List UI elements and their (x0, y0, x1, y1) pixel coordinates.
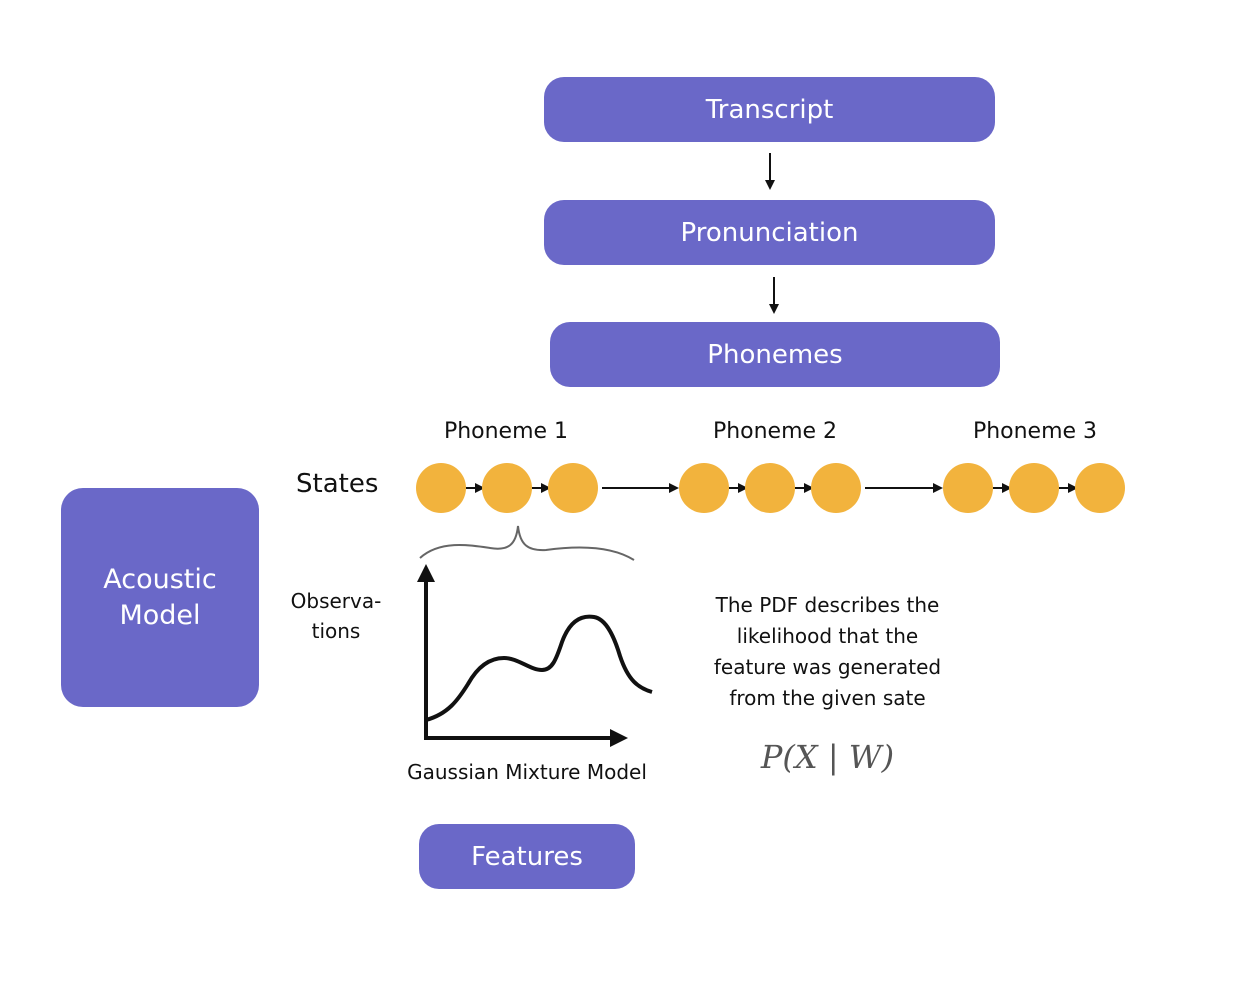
state-node-phoneme-1-3 (548, 463, 598, 513)
state-node-phoneme-3-3 (1075, 463, 1125, 513)
phoneme-1-label: Phoneme 1 (443, 419, 569, 444)
state-node-phoneme-1-2 (482, 463, 532, 513)
state-node-phoneme-3-2 (1009, 463, 1059, 513)
gmm-label: Gaussian Mixture Model (407, 760, 647, 784)
state-node-phoneme-3-1 (943, 463, 993, 513)
transcript-label: Transcript (705, 94, 834, 125)
features-label: Features (471, 841, 583, 872)
phoneme-2-label: Phoneme 2 (712, 419, 838, 444)
pronunciation-box: Pronunciation (544, 200, 995, 265)
features-box: Features (419, 824, 635, 889)
acoustic-model-label: Acoustic Model (103, 564, 217, 631)
state-node-phoneme-2-1 (679, 463, 729, 513)
state-chain (416, 463, 1125, 513)
states-label: States (296, 469, 379, 499)
transcript-box: Transcript (544, 77, 995, 142)
gmm-density-curve (425, 614, 653, 722)
phonemes-label: Phonemes (707, 339, 843, 370)
state-node-phoneme-2-2 (745, 463, 795, 513)
phonemes-box: Phonemes (550, 322, 1000, 387)
observations-label: Observa- tions (290, 589, 382, 643)
state-node-phoneme-1-1 (416, 463, 466, 513)
pdf-description: The PDF describes the likelihood that th… (713, 593, 942, 710)
state-node-phoneme-2-3 (811, 463, 861, 513)
pronunciation-label: Pronunciation (680, 217, 859, 248)
likelihood-formula: P(X | W) (760, 738, 895, 776)
phoneme-3-label: Phoneme 3 (972, 419, 1098, 444)
acoustic-model-box: Acoustic Model (61, 488, 259, 707)
brace-icon (419, 525, 635, 561)
